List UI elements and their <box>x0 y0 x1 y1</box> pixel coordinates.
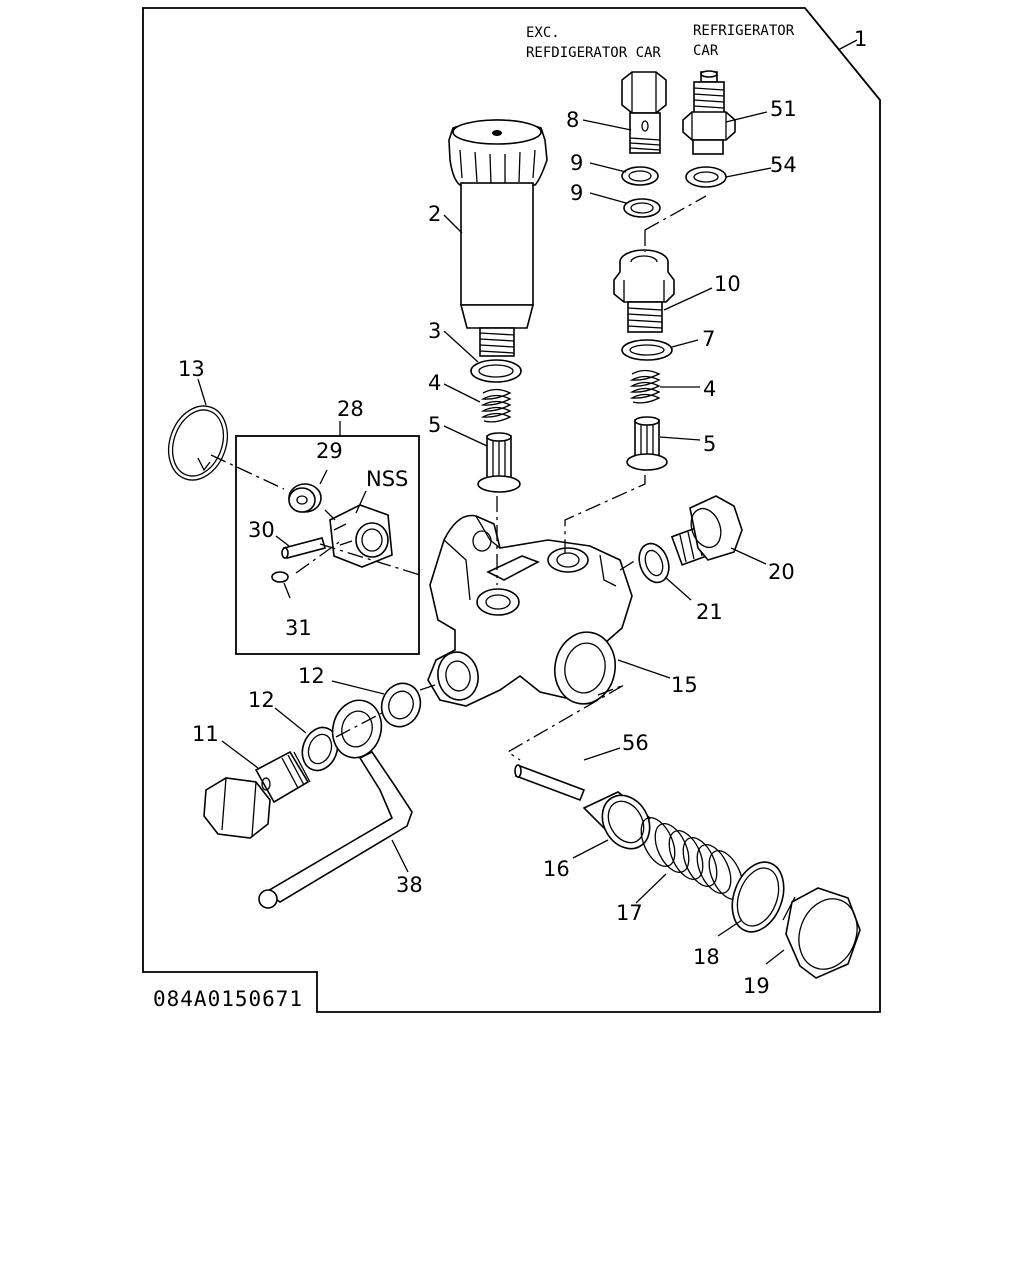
diagram-frame <box>142 7 881 1013</box>
label-5-left: 5 <box>428 413 441 437</box>
part-10-adapter <box>613 249 675 333</box>
label-5-right: 5 <box>703 432 716 456</box>
subassembly-box <box>235 435 420 655</box>
part-56-pin <box>514 764 586 802</box>
label-16: 16 <box>543 857 570 881</box>
label-21: 21 <box>696 600 723 624</box>
label-9-a: 9 <box>570 151 583 175</box>
label-9-b: 9 <box>570 181 583 205</box>
label-17: 17 <box>616 901 643 925</box>
note-exc-line1: EXC. <box>526 25 560 41</box>
label-10: 10 <box>714 272 741 296</box>
label-7: 7 <box>702 327 715 351</box>
part-13-snap-ring <box>168 405 228 481</box>
label-15: 15 <box>671 673 698 697</box>
note-exc-line2: REFDIGERATOR CAR <box>526 45 661 61</box>
part-18-gasket <box>731 861 785 933</box>
leader-lines <box>197 111 785 965</box>
drawing-code: 084A0150671 <box>153 987 303 1011</box>
note-ref-line1: REFRIGERATOR <box>693 23 795 39</box>
label-12-b: 12 <box>248 688 275 712</box>
part-7-gasket <box>621 339 673 361</box>
label-8: 8 <box>566 108 579 132</box>
part-29-roller <box>288 483 322 513</box>
center-lines <box>210 195 707 761</box>
part-11-banjo-bolt <box>203 750 311 839</box>
label-nss: NSS <box>366 467 408 491</box>
part-nss-tappet <box>329 504 393 568</box>
label-28: 28 <box>337 397 364 421</box>
label-19: 19 <box>743 974 770 998</box>
part-4-spring-right <box>629 369 661 404</box>
part-19-hex-plug <box>782 887 861 979</box>
label-1: 1 <box>854 27 867 51</box>
part-15-pump-body <box>427 514 633 707</box>
label-30: 30 <box>248 518 275 542</box>
label-31: 31 <box>285 616 312 640</box>
label-54: 54 <box>770 153 797 177</box>
part-5-valve-left <box>477 432 521 493</box>
label-51: 51 <box>770 97 797 121</box>
part-3-gasket <box>470 359 522 383</box>
label-4-left: 4 <box>428 371 441 395</box>
part-9-washer-a <box>621 166 659 186</box>
part-20-plug <box>670 495 743 566</box>
priming-pump <box>448 119 548 357</box>
part-38-fuel-pipe <box>258 699 413 909</box>
label-3: 3 <box>428 319 441 343</box>
part-4-spring-left <box>480 388 512 423</box>
label-56: 56 <box>622 731 649 755</box>
part-9-washer-b <box>623 198 661 218</box>
leader-1 <box>837 39 858 51</box>
label-29: 29 <box>316 439 343 463</box>
label-2: 2 <box>428 202 441 226</box>
label-13: 13 <box>178 357 205 381</box>
part-16-piston <box>582 791 652 850</box>
part-17-spring <box>640 817 744 900</box>
part-5-valve-right <box>626 416 668 471</box>
part-30-pin <box>281 537 327 559</box>
label-4-right: 4 <box>703 377 716 401</box>
label-18: 18 <box>693 945 720 969</box>
label-11: 11 <box>192 722 219 746</box>
label-12-a: 12 <box>298 664 325 688</box>
note-ref-line2: CAR <box>693 43 719 59</box>
part-12-gasket-a <box>380 682 422 728</box>
part-54-washer <box>685 166 727 188</box>
part-31-disc <box>271 571 289 583</box>
label-20: 20 <box>768 560 795 584</box>
part-51-connector <box>682 70 736 155</box>
label-38: 38 <box>396 873 423 897</box>
part-8-bolt <box>621 71 667 154</box>
